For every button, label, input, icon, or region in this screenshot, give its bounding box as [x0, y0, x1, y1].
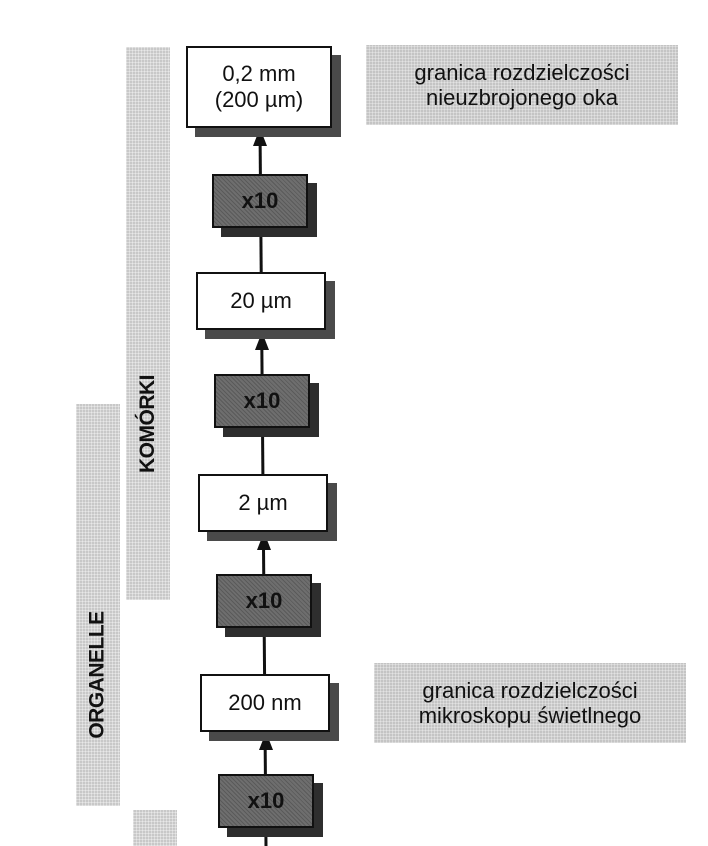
band-bottom — [133, 810, 177, 846]
annotation-text: nieuzbrojonego oka — [425, 85, 619, 110]
band-komorki: KOMÓRKI — [126, 47, 170, 600]
multiplier-box-1: x10 — [212, 174, 308, 228]
arrow-head-2 — [255, 332, 269, 350]
band-label-komorki: KOMÓRKI — [136, 374, 159, 473]
scale-box-200nm: 200 nm — [200, 674, 330, 732]
scale-box-text: 2 µm — [238, 490, 288, 515]
arrow-head-1 — [253, 128, 267, 146]
multiplier-text: x10 — [245, 588, 283, 613]
annotation-eye-limit: granica rozdzielczości nieuzbrojonego ok… — [366, 45, 678, 125]
multiplier-text: x10 — [247, 788, 285, 813]
scale-box-text: 0,2 mm — [222, 61, 296, 86]
band-label-organelle: ORGANELLE — [86, 611, 109, 739]
multiplier-box-4: x10 — [218, 774, 314, 828]
annotation-text: granica rozdzielczości — [422, 678, 638, 703]
multiplier-text: x10 — [241, 188, 279, 213]
multiplier-box-3: x10 — [216, 574, 312, 628]
scale-box-20um: 20 µm — [196, 272, 326, 330]
scale-box-text: 200 nm — [228, 690, 302, 715]
annotation-text: granica rozdzielczości — [414, 60, 630, 85]
band-organelle: ORGANELLE — [76, 404, 120, 806]
annotation-text: mikroskopu świetlnego — [418, 703, 642, 728]
scale-box-0-2mm: 0,2 mm (200 µm) — [186, 46, 332, 128]
scale-box-text: 20 µm — [230, 288, 292, 313]
arrow-head-3 — [257, 532, 271, 550]
scale-box-2um: 2 µm — [198, 474, 328, 532]
annotation-light-microscope-limit: granica rozdzielczości mikroskopu świetl… — [374, 663, 686, 743]
multiplier-text: x10 — [243, 388, 281, 413]
multiplier-box-2: x10 — [214, 374, 310, 428]
arrow-head-4 — [259, 732, 273, 750]
scale-box-text: (200 µm) — [214, 87, 304, 112]
